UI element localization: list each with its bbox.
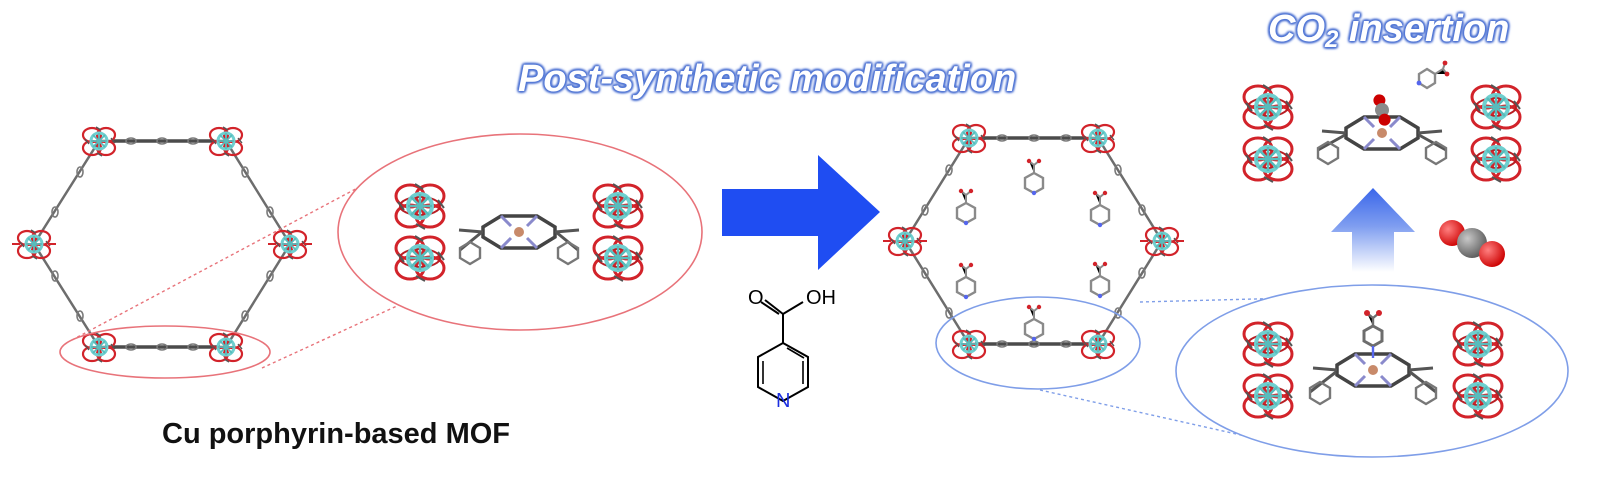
guest-molecules: [955, 157, 1111, 343]
up-arrow-icon: [1331, 188, 1415, 272]
co2-title-main: CO: [1268, 8, 1325, 50]
modified-mof-framework: [883, 122, 1184, 361]
hydroxyl-label: OH: [806, 287, 836, 309]
co2-title-subscript: 2: [1325, 26, 1339, 53]
right-arrow-icon: [722, 155, 880, 270]
co2-inserted-structure: [1244, 60, 1520, 182]
left-zoom-callout: [59, 133, 703, 379]
ring-nitrogen-label: N: [776, 390, 790, 412]
mof-caption: Cu porphyrin-based MOF: [162, 418, 510, 450]
co2-title-rest: insertion: [1338, 8, 1510, 50]
carbonyl-o-label: O: [748, 287, 764, 309]
pristine-mof-framework: [12, 125, 312, 364]
co2-insertion-title: CO2 insertion: [1268, 8, 1509, 54]
isonicotinic-acid-structure: O OH N: [748, 287, 836, 412]
co2-molecule-icon: [1439, 220, 1505, 267]
porphyrin-linker-closeup: [396, 184, 642, 281]
modified-linker-closeup: [1244, 310, 1502, 419]
post-synthetic-modification-title: Post-synthetic modification: [518, 58, 1017, 100]
right-zoom-callout: [935, 284, 1569, 458]
